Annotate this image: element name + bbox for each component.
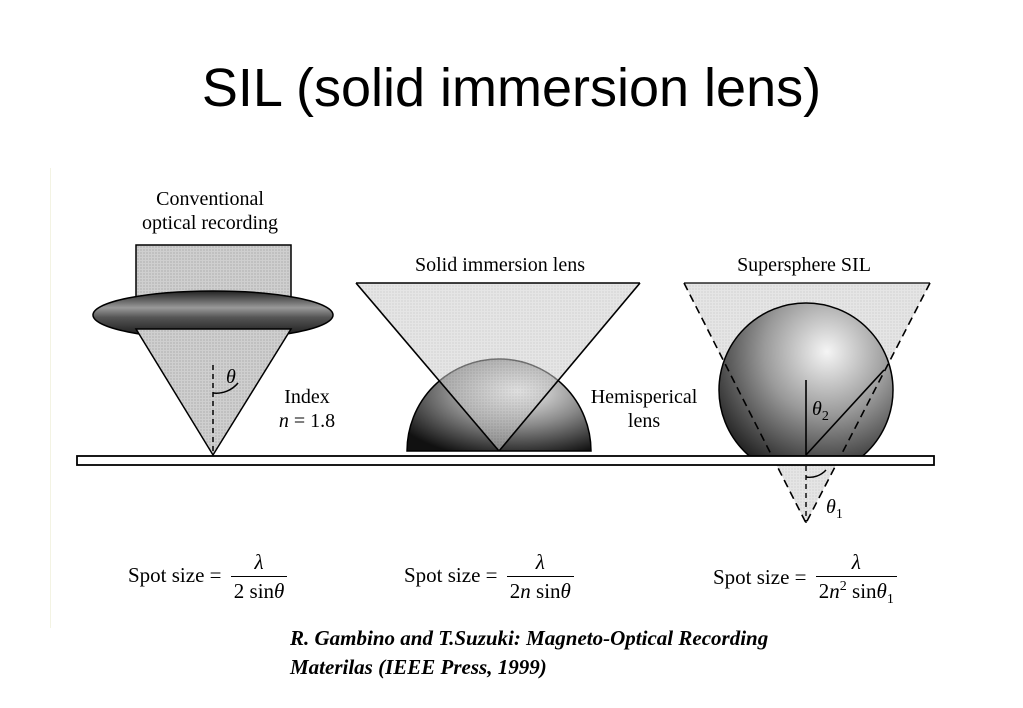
supersphere-setup xyxy=(683,282,931,524)
theta1-arc xyxy=(805,469,827,478)
formula2-den-n: n xyxy=(520,579,531,603)
formula-conventional: Spot size = λ 2 sinθ xyxy=(128,550,288,604)
formula1-theta: θ xyxy=(274,579,285,603)
formula2-den-sin: sin xyxy=(530,579,561,603)
sil-cone-right xyxy=(498,282,641,452)
sil-cone-left xyxy=(355,282,500,452)
theta2-symbol: θ xyxy=(812,398,822,420)
conventional-label: Conventional optical recording xyxy=(120,187,300,235)
index-word: Index xyxy=(284,386,330,408)
formula3-den-n: n xyxy=(829,579,840,603)
conventional-label-line2: optical recording xyxy=(141,212,279,234)
index-value: = 1.8 xyxy=(293,410,336,432)
formula2-numerator: λ xyxy=(506,550,574,577)
formula3-fraction: λ 2n2 sinθ1 xyxy=(815,550,897,608)
supersphere-cone-left xyxy=(683,282,807,524)
hemispherical-label-line2: lens xyxy=(627,410,661,432)
formula1-fraction: λ 2 sinθ xyxy=(230,550,288,604)
citation-line1: R. Gambino and T.Suzuki: Magneto-Optical… xyxy=(290,626,769,650)
page-edge-line xyxy=(50,168,51,628)
index-label: Index n = 1.8 xyxy=(272,385,342,433)
citation: R. Gambino and T.Suzuki: Magneto-Optical… xyxy=(290,624,768,682)
page-title: SIL (solid immersion lens) xyxy=(201,58,822,118)
hemispherical-label-line1: Hemisperical xyxy=(590,386,698,408)
conventional-label-line1: Conventional xyxy=(156,188,264,210)
sil-diagram: Conventional optical recording Solid imm… xyxy=(50,165,950,630)
hemispherical-label: Hemisperical lens xyxy=(584,385,704,433)
theta1-subscript: 1 xyxy=(835,507,843,522)
diagram-graphics xyxy=(76,244,935,524)
formula3-den-sin: sin xyxy=(846,579,877,603)
sil-setup xyxy=(355,282,641,452)
formula3-theta: θ xyxy=(876,579,887,603)
formula2-theta: θ xyxy=(560,579,571,603)
supersphere-cone-right xyxy=(805,282,931,524)
formula3-prefix: Spot size = xyxy=(713,564,807,589)
formula2-prefix: Spot size = xyxy=(404,562,498,587)
supersphere-label: Supersphere SIL xyxy=(737,254,871,276)
formula-sil: Spot size = λ 2n sinθ xyxy=(404,550,574,604)
theta-label: θ xyxy=(226,366,236,388)
formula-supersphere: Spot size = λ 2n2 sinθ1 xyxy=(713,550,897,608)
formula2-fraction: λ 2n sinθ xyxy=(506,550,574,604)
sil-cone-fill xyxy=(356,283,640,451)
formula3-numerator: λ xyxy=(815,550,897,577)
formula1-den-text: 2 sin xyxy=(233,579,275,603)
index-n: n xyxy=(278,410,289,432)
theta-arc xyxy=(212,382,239,394)
conventional-setup xyxy=(92,244,334,457)
formula3-den-exponent: 2 xyxy=(839,579,847,594)
theta1-symbol: θ xyxy=(826,496,836,518)
recording-medium xyxy=(76,455,935,466)
formula3-theta-subscript: 1 xyxy=(886,592,894,608)
theta1-label: θ1 xyxy=(826,495,843,527)
formula2-den-2: 2 xyxy=(509,579,521,603)
formula1-numerator: λ xyxy=(230,550,288,577)
theta2-subscript: 2 xyxy=(821,409,829,424)
supersphere-ray xyxy=(805,369,885,456)
index-value-line: n = 1.8 xyxy=(272,409,342,433)
formula3-denominator: 2n2 sinθ1 xyxy=(816,577,897,608)
citation-line2: Materilas (IEEE Press, 1999) xyxy=(290,655,547,679)
formula1-prefix: Spot size = xyxy=(128,562,222,587)
formula2-denominator: 2n sinθ xyxy=(507,577,574,604)
formula1-denominator: 2 sinθ xyxy=(231,577,288,604)
formula3-den-2: 2 xyxy=(818,579,830,603)
sil-label: Solid immersion lens xyxy=(415,254,585,276)
theta2-label: θ2 xyxy=(812,397,829,429)
